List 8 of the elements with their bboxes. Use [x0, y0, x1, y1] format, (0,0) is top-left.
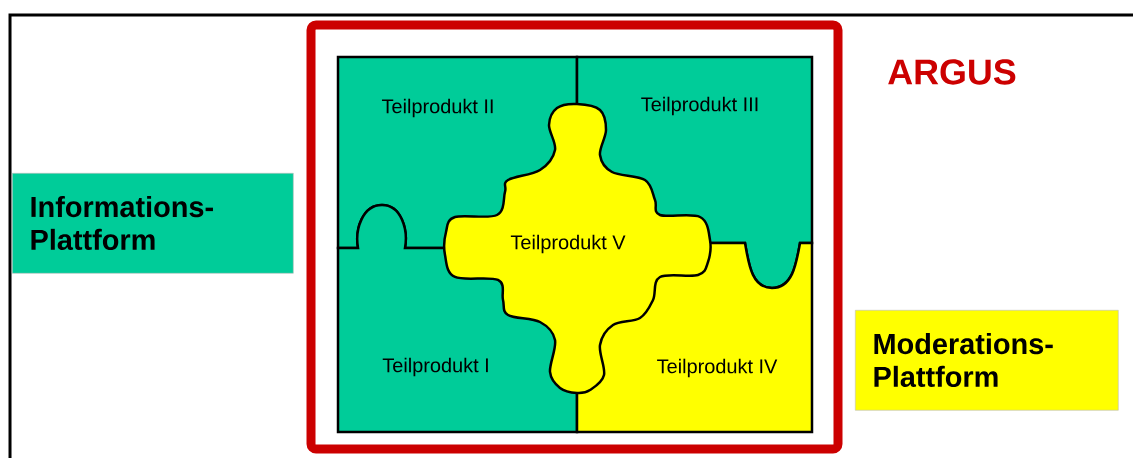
piece-label: Teilprodukt I [382, 357, 488, 377]
platform-box: Informations- Plattform [12, 173, 294, 274]
piece-label: Teilprodukt V [510, 234, 626, 254]
title: ARGUS [888, 59, 1016, 85]
platform-box: Moderations- Plattform [855, 310, 1119, 411]
piece-label: Teilprodukt II [382, 98, 493, 118]
piece-label: Teilprodukt III [641, 96, 758, 116]
piece-label: Teilprodukt IV [657, 358, 778, 378]
